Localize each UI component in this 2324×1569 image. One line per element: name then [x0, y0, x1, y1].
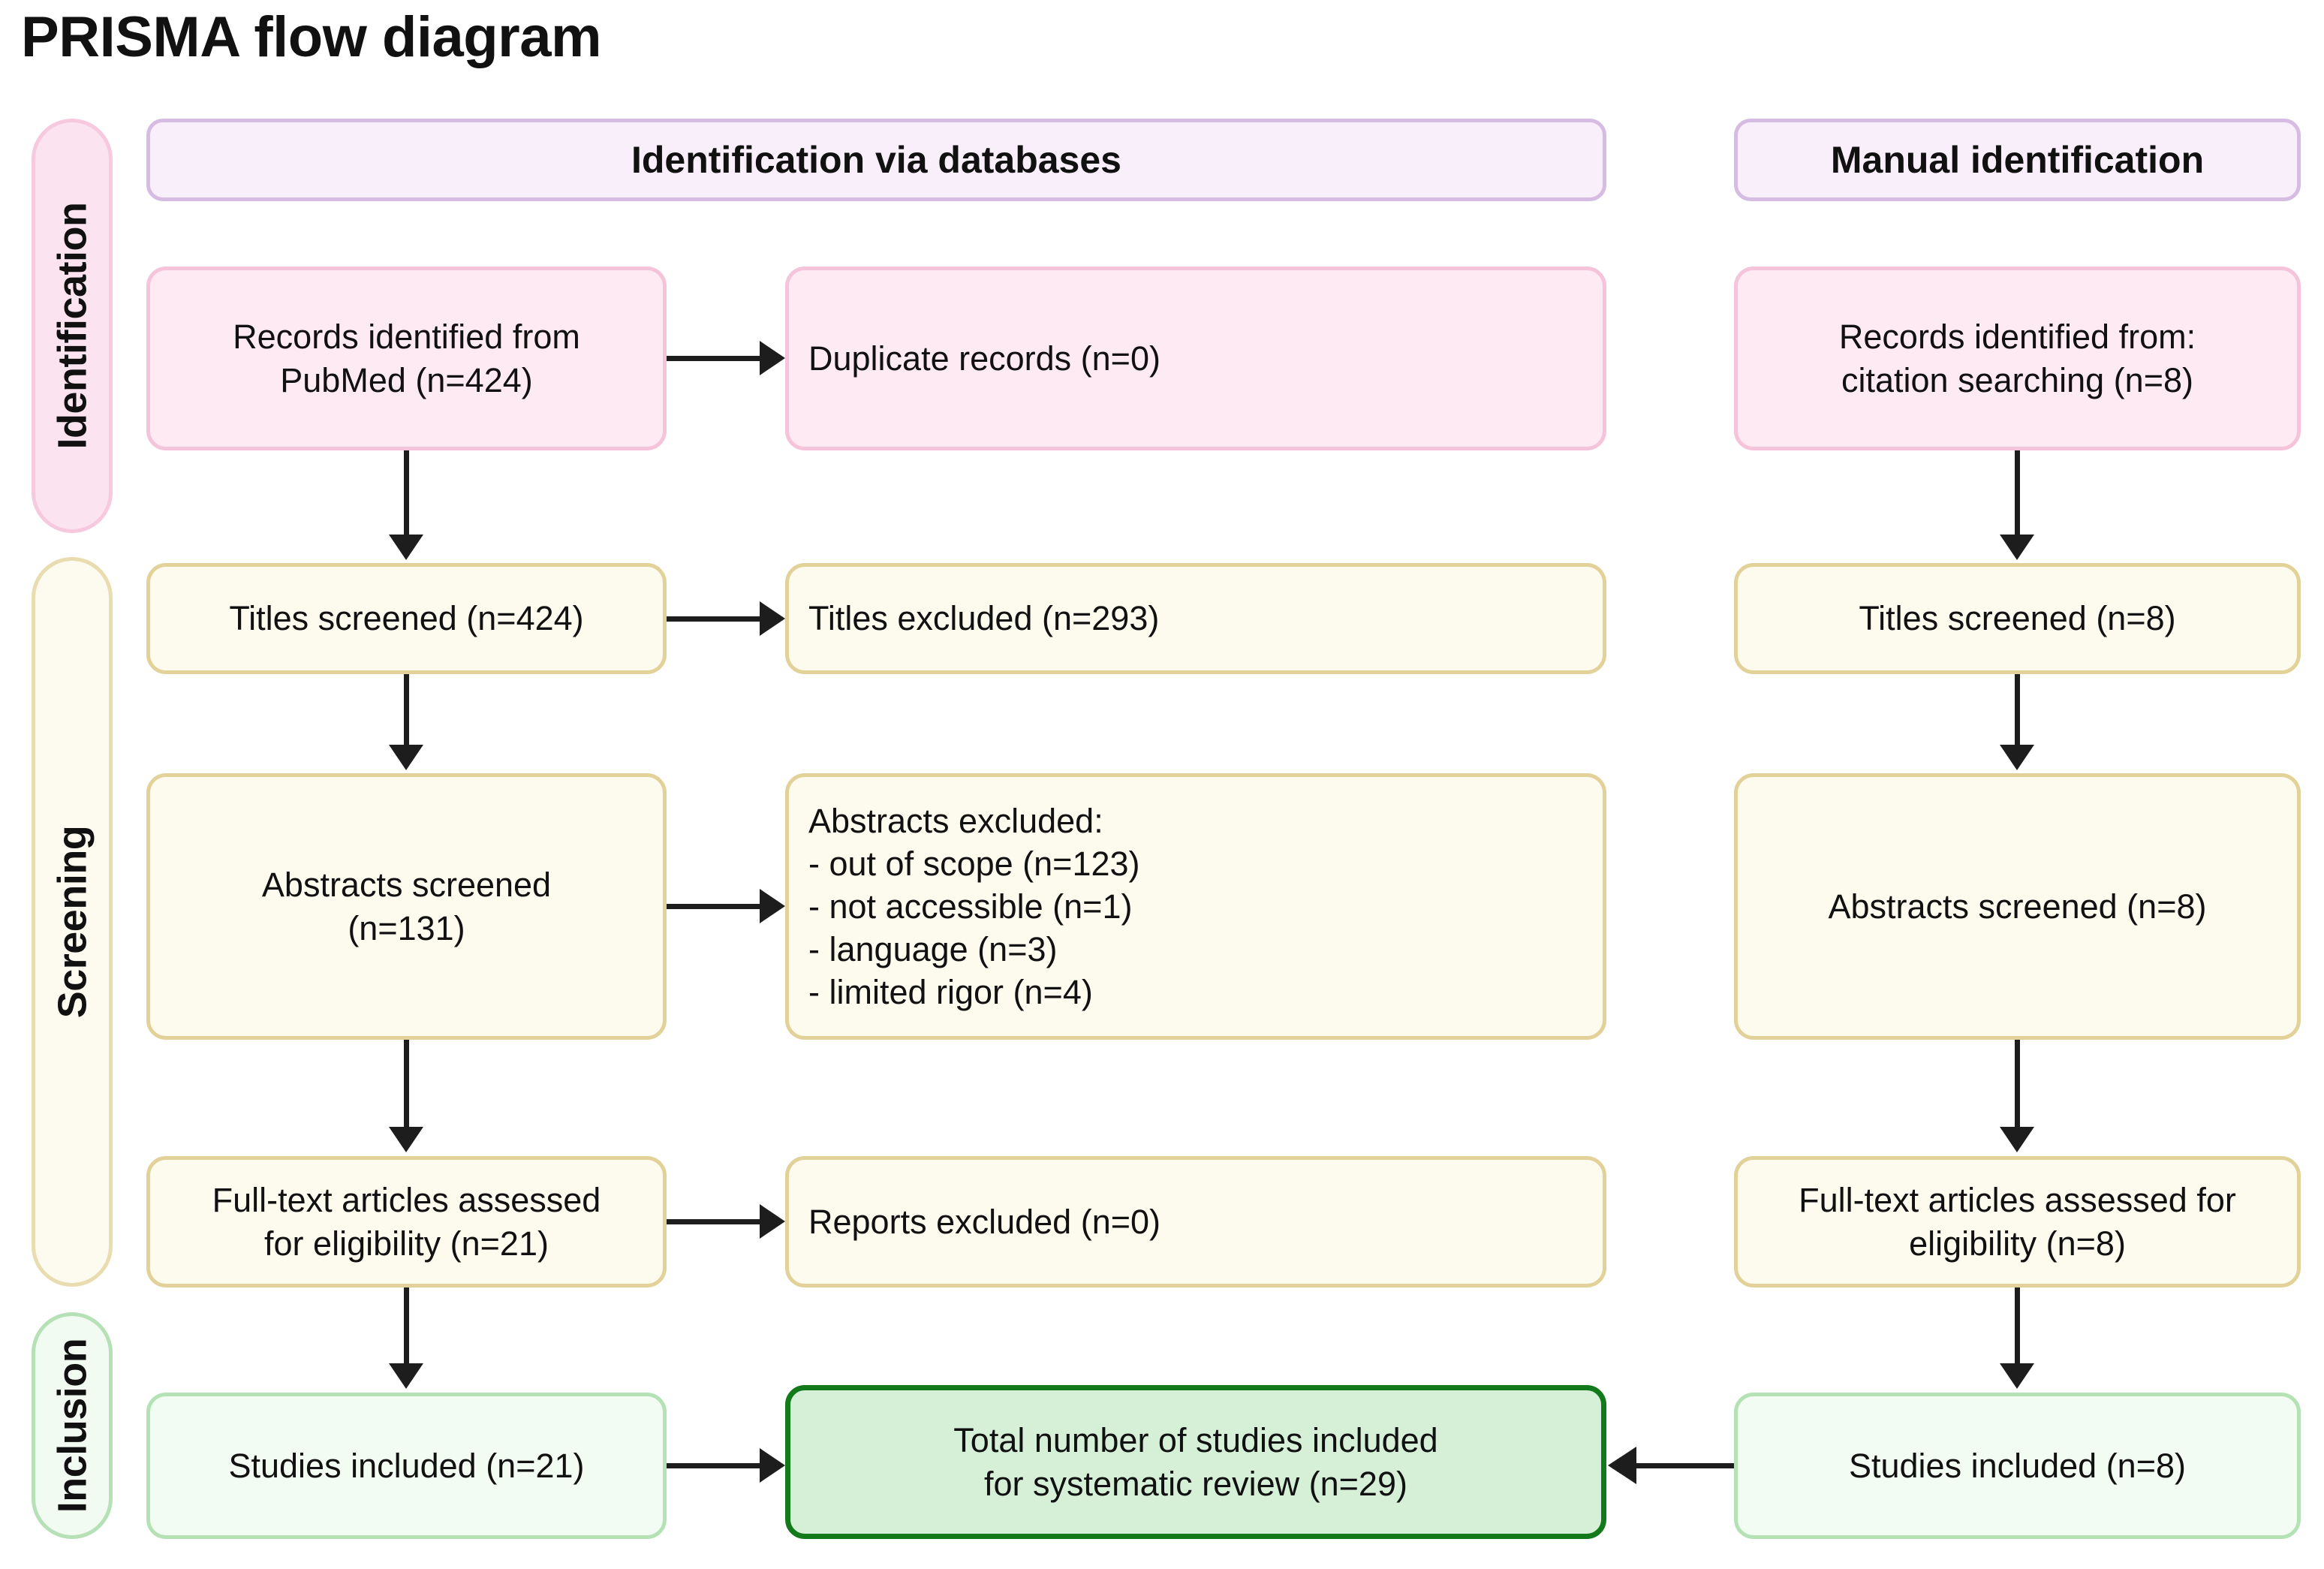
node-studies-included-manual-text: Studies included (n=8): [1848, 1446, 2187, 1485]
node-studies-included-manual: Studies included (n=8): [1734, 1393, 2301, 1539]
arrowhead-fulltext-to-studies-included: [389, 1363, 423, 1389]
column-header-manual: Manual identification: [1734, 119, 2301, 201]
connector-fulltext-manual-to-studies-manual: [2015, 1287, 2020, 1366]
arrowhead-pubmed-to-duplicate: [760, 341, 785, 375]
node-studies-included-db: Studies included (n=21): [146, 1393, 667, 1539]
connector-fulltext-to-studies-included: [404, 1287, 409, 1366]
arrowhead-titles-to-abstracts: [389, 745, 423, 770]
node-titles-screened-manual-text: Titles screened (n=8): [1859, 599, 2176, 638]
node-records-identified-citation: Records identified from: citation search…: [1734, 267, 2301, 450]
arrowhead-studies-manual-to-total: [1608, 1447, 1636, 1484]
connector-titles-to-abstracts: [404, 674, 409, 748]
arrowhead-citation-to-titles-manual: [2000, 535, 2034, 560]
arrowhead-fulltext-to-reports-excluded: [760, 1204, 785, 1239]
node-duplicate-records: Duplicate records (n=0): [785, 267, 1606, 450]
node-fulltext-assessed-manual-text: Full-text articles assessed for eligibil…: [1799, 1181, 2236, 1263]
column-header-databases: Identification via databases: [146, 119, 1606, 201]
column-header-databases-text: Identification via databases: [631, 139, 1121, 181]
node-abstracts-screened-manual: Abstracts screened (n=8): [1734, 773, 2301, 1040]
phase-label-identification-text: Identification: [50, 202, 95, 450]
phase-label-screening: Screening: [32, 557, 113, 1287]
arrowhead-fulltext-manual-to-studies-manual: [2000, 1363, 2034, 1389]
arrowhead-pubmed-to-titles: [389, 535, 423, 560]
node-titles-screened-db-text: Titles screened (n=424): [229, 599, 584, 638]
connector-abstracts-manual-to-fulltext-manual: [2015, 1040, 2020, 1130]
connector-pubmed-to-duplicate: [667, 356, 762, 361]
phase-label-identification: Identification: [32, 119, 113, 533]
connector-abstracts-to-fulltext: [404, 1040, 409, 1130]
phase-label-inclusion: Inclusion: [32, 1312, 113, 1539]
connector-studies-db-to-total: [667, 1463, 762, 1468]
node-records-identified-pubmed: Records identified from PubMed (n=424): [146, 267, 667, 450]
node-titles-screened-manual: Titles screened (n=8): [1734, 563, 2301, 674]
node-total-studies-included-text: Total number of studies included for sys…: [953, 1421, 1438, 1503]
node-titles-excluded-text: Titles excluded (n=293): [808, 599, 1160, 638]
node-abstracts-excluded: Abstracts excluded: - out of scope (n=12…: [785, 773, 1606, 1040]
node-reports-excluded-text: Reports excluded (n=0): [808, 1202, 1161, 1241]
node-reports-excluded: Reports excluded (n=0): [785, 1156, 1606, 1287]
phase-label-screening-text: Screening: [50, 825, 95, 1019]
arrowhead-titles-manual-to-abstracts-manual: [2000, 745, 2034, 770]
node-abstracts-excluded-text: Abstracts excluded: - out of scope (n=12…: [808, 801, 1140, 1012]
connector-citation-to-titles-manual: [2015, 450, 2020, 538]
connector-studies-manual-to-total: [1636, 1463, 1734, 1468]
node-records-identified-pubmed-text: Records identified from PubMed (n=424): [233, 318, 580, 399]
arrowhead-abstracts-manual-to-fulltext-manual: [2000, 1127, 2034, 1152]
arrowhead-abstracts-to-fulltext: [389, 1127, 423, 1152]
node-duplicate-records-text: Duplicate records (n=0): [808, 339, 1160, 378]
node-studies-included-db-text: Studies included (n=21): [228, 1446, 585, 1485]
page-title: PRISMA flow diagram: [21, 5, 602, 69]
node-records-identified-citation-text: Records identified from: citation search…: [1838, 318, 2196, 399]
connector-abstracts-to-excluded: [667, 904, 762, 909]
node-abstracts-screened-db: Abstracts screened (n=131): [146, 773, 667, 1040]
node-abstracts-screened-manual-text: Abstracts screened (n=8): [1828, 887, 2207, 926]
node-abstracts-screened-db-text: Abstracts screened (n=131): [261, 866, 552, 947]
phase-label-inclusion-text: Inclusion: [50, 1338, 95, 1513]
connector-fulltext-to-reports-excluded: [667, 1219, 762, 1224]
node-fulltext-assessed-db: Full-text articles assessed for eligibil…: [146, 1156, 667, 1287]
node-total-studies-included: Total number of studies included for sys…: [785, 1385, 1606, 1539]
connector-titles-to-excluded: [667, 616, 762, 622]
node-titles-excluded: Titles excluded (n=293): [785, 563, 1606, 674]
arrowhead-abstracts-to-excluded: [760, 889, 785, 923]
arrowhead-studies-db-to-total: [760, 1448, 785, 1483]
connector-pubmed-to-titles: [404, 450, 409, 538]
node-fulltext-assessed-db-text: Full-text articles assessed for eligibil…: [212, 1181, 601, 1263]
node-fulltext-assessed-manual: Full-text articles assessed for eligibil…: [1734, 1156, 2301, 1287]
node-titles-screened-db: Titles screened (n=424): [146, 563, 667, 674]
connector-titles-manual-to-abstracts-manual: [2015, 674, 2020, 748]
arrowhead-titles-to-excluded: [760, 601, 785, 636]
column-header-manual-text: Manual identification: [1830, 139, 2205, 181]
